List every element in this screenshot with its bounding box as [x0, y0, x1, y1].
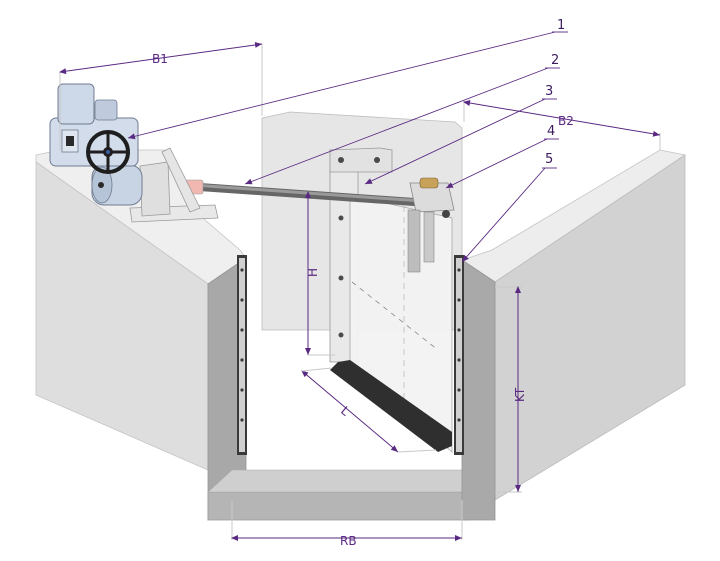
channel-floor-top: [207, 469, 471, 493]
label-kt: KT: [513, 387, 527, 402]
label-h: H: [306, 268, 320, 277]
dimension-lines: [59, 41, 661, 541]
right-wall-inner: [461, 259, 496, 521]
label-rb: RB: [340, 534, 357, 548]
label-b1: B1: [152, 52, 168, 66]
frame-bolts: [338, 157, 380, 338]
guide-rail-left: [237, 255, 247, 455]
label-b2: B2: [558, 114, 574, 128]
electric-actuator: [49, 83, 219, 223]
callout-numbers: 1 2 3 4 5: [545, 18, 565, 167]
dimension-labels: B1 B2 H L KT RB: [152, 52, 574, 548]
callout-5: 5: [545, 152, 553, 167]
callout-3: 3: [545, 84, 553, 99]
guide-rail-right: [454, 255, 464, 455]
spindle-assembly: [184, 177, 455, 273]
callout-1: 1: [557, 18, 565, 33]
channel-floor: [207, 491, 471, 521]
callout-2: 2: [551, 53, 559, 68]
callout-4: 4: [547, 124, 555, 139]
callout-leaders: [127, 31, 568, 263]
handwheel-icon: [86, 130, 130, 174]
frame-top-plate: [329, 147, 393, 173]
concrete-channel: [35, 111, 687, 521]
